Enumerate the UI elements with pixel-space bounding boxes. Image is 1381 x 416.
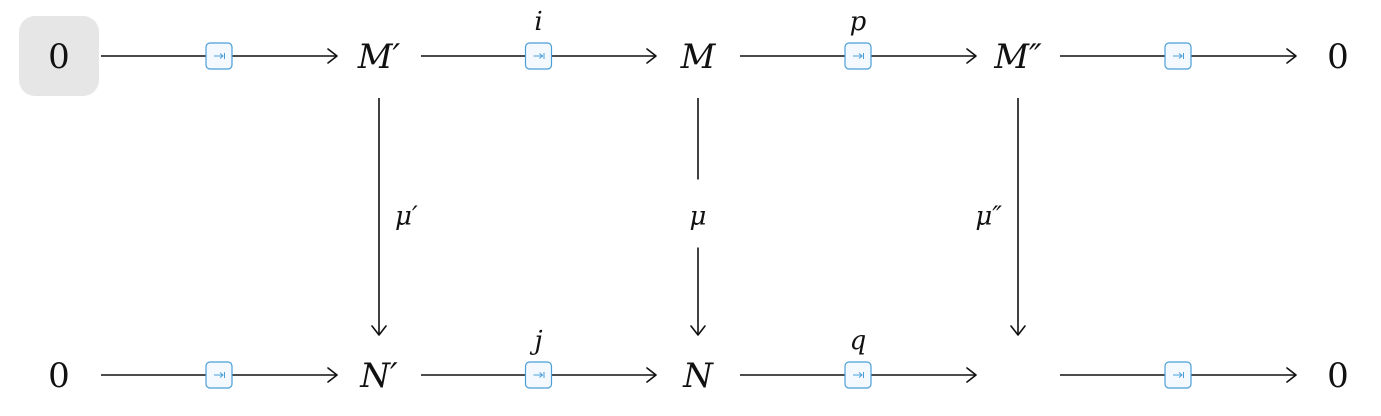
tab-arrow-icon	[533, 53, 545, 59]
node-M-prime[interactable]: M′	[339, 16, 419, 96]
node-label: M″	[993, 37, 1042, 77]
arrowhead	[1286, 48, 1297, 64]
tab-arrow-icon	[214, 372, 225, 378]
arrowhead	[646, 367, 657, 383]
arrowhead	[371, 325, 387, 336]
tab-arrow-icon	[533, 372, 545, 378]
arrowhead	[327, 367, 338, 383]
arrow-M-dprime-to-empty-bottom[interactable]: μ″	[975, 98, 1026, 336]
node-label: M′	[357, 37, 401, 77]
node-label: 0	[48, 37, 70, 77]
arrow-label: j	[529, 326, 542, 356]
arrow-M-prime-to-M[interactable]: i	[421, 7, 657, 70]
edge-handle[interactable]	[205, 42, 233, 70]
arrow-M-prime-to-N-prime[interactable]: μ′	[371, 98, 418, 336]
edge-handle[interactable]	[524, 42, 553, 70]
arrow-label: q	[850, 326, 867, 356]
edge-handle[interactable]	[844, 42, 872, 70]
edge-handle[interactable]	[844, 361, 872, 389]
arrow-N-prime-to-N[interactable]: j	[421, 326, 657, 389]
edge-handle[interactable]	[1164, 42, 1192, 70]
node-label: M	[680, 37, 717, 77]
node-zero-top-left[interactable]: 0	[19, 16, 99, 96]
arrow-M-to-N[interactable]: μ	[690, 98, 707, 336]
arrowhead	[1010, 325, 1026, 336]
arrow-label: μ′	[395, 202, 418, 232]
selection-layer	[19, 16, 99, 96]
node-label: N′	[359, 356, 398, 396]
arrow-empty-bottom-to-zero-bottom-right[interactable]	[1060, 361, 1297, 389]
arrowhead	[966, 367, 977, 383]
node-selection-highlight	[19, 16, 99, 96]
arrow-zero-top-left-to-M-prime[interactable]	[101, 42, 338, 70]
node-N-prime[interactable]: N′	[339, 335, 419, 415]
node-zero-bottom-right[interactable]: 0	[1298, 335, 1378, 415]
node-hit-area[interactable]	[978, 335, 1058, 415]
arrow-N-to-empty-bottom[interactable]: q	[740, 326, 977, 389]
tab-arrow-icon	[853, 53, 864, 59]
arrow-zero-bottom-left-to-N-prime[interactable]	[101, 361, 338, 389]
arrow-label: μ″	[975, 202, 1002, 232]
arrowhead	[690, 325, 706, 336]
node-N[interactable]: N	[658, 335, 738, 415]
edge-handle[interactable]	[524, 361, 553, 389]
tab-arrow-icon	[214, 53, 225, 59]
arrow-M-to-M-dprime[interactable]: p	[740, 7, 977, 70]
arrowhead	[646, 48, 657, 64]
node-label: 0	[1327, 37, 1349, 77]
node-label: N	[682, 356, 714, 396]
arrowhead	[327, 48, 338, 64]
tab-arrow-icon	[1173, 372, 1184, 378]
arrow-label: i	[534, 7, 542, 37]
tab-arrow-icon	[1173, 53, 1184, 59]
tab-arrow-icon	[853, 372, 864, 378]
arrow-label: μ	[690, 202, 707, 232]
edge-handle[interactable]	[205, 361, 233, 389]
edge-handle[interactable]	[1164, 361, 1192, 389]
node-zero-bottom-left[interactable]: 0	[19, 335, 99, 415]
arrow-M-dprime-to-zero-top-right[interactable]	[1060, 42, 1297, 70]
arrow-label: p	[850, 7, 867, 37]
arrowhead	[966, 48, 977, 64]
node-label: 0	[48, 356, 70, 396]
node-M-dprime[interactable]: M″	[978, 16, 1058, 96]
node-zero-top-right[interactable]: 0	[1298, 16, 1378, 96]
node-M[interactable]: M	[658, 16, 738, 96]
arrowhead	[1286, 367, 1297, 383]
node-label: 0	[1327, 356, 1349, 396]
node-empty-bottom[interactable]	[978, 335, 1058, 415]
